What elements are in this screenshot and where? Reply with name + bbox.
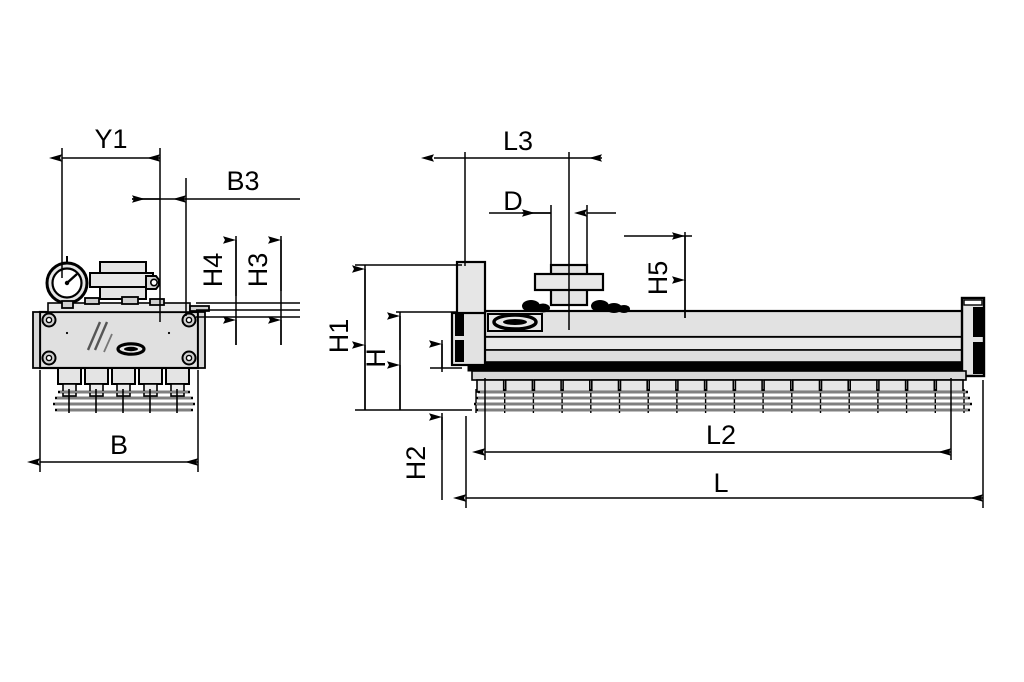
suction-cup-cell [705, 379, 735, 393]
dimension-label-L3: L3 [503, 126, 533, 156]
suction-cup-cell [878, 379, 907, 393]
suction-cup-cell [791, 379, 821, 393]
suction-cup-cell [849, 379, 878, 393]
suction-cup-cell [562, 379, 591, 393]
suction-cup-cell [504, 379, 534, 393]
end-view-dimensions [27, 148, 300, 472]
side-view-suction-cups [475, 379, 965, 413]
side-view-dimensions [352, 152, 984, 508]
dimension-label-B3: B3 [226, 166, 259, 196]
suction-cup-cell [533, 379, 562, 393]
end-view-suction-cups [53, 367, 195, 413]
dimension-label-B: B [110, 430, 128, 460]
suction-cup-cell [906, 379, 936, 393]
suction-cup-cell [820, 379, 850, 393]
side-view-geometry [450, 260, 986, 413]
suction-cup-cell [763, 379, 792, 393]
dimension-label-Y1: Y1 [94, 124, 127, 154]
suction-cup-cell [619, 379, 649, 393]
suction-cup-cell [590, 379, 620, 393]
dimension-label-H2: H2 [401, 446, 431, 481]
suction-cup-cell [648, 379, 677, 393]
suction-cup-cell [476, 379, 505, 393]
dimension-label-H4: H4 [198, 253, 228, 288]
dimension-label-L: L [713, 468, 728, 498]
dimension-label-H1: H1 [324, 319, 354, 354]
side-view-dimension-labels: L3 D H5 H1 H H2 L2 L [324, 126, 736, 498]
suction-cup-cell [935, 379, 964, 393]
dimension-label-H3: H3 [243, 253, 273, 288]
dimension-label-H: H [361, 348, 391, 368]
end-view-geometry [32, 256, 210, 413]
suction-cup-cell [734, 379, 763, 393]
dimension-label-L2: L2 [706, 420, 736, 450]
suction-cup-cell [677, 379, 706, 393]
end-view-dimension-labels: Y1 B3 H4 H3 B [94, 124, 273, 460]
dimension-label-D: D [503, 186, 523, 216]
dimension-label-H5: H5 [643, 261, 673, 296]
